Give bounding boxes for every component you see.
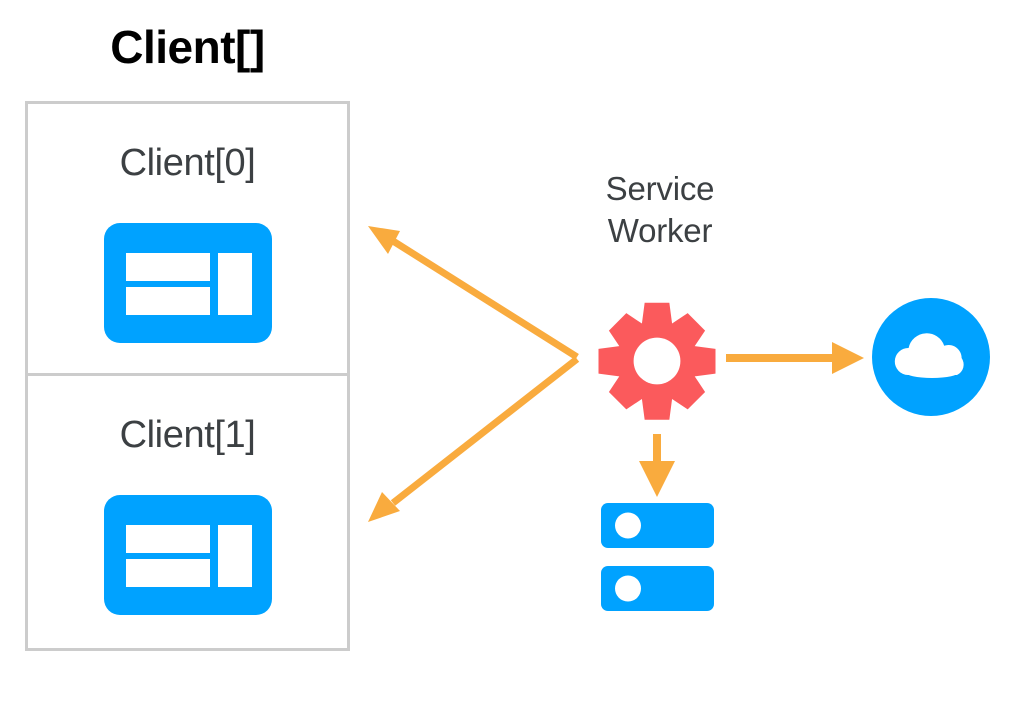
client-0-label: Client[0] — [119, 142, 256, 184]
browser-window-icon-1 — [103, 495, 272, 615]
arrow-service-worker-to-client-1 — [368, 356, 580, 522]
client-1-label: Client[1] — [119, 414, 256, 456]
browser-window-icon-0 — [103, 223, 272, 343]
service-worker-label-line1: Service — [605, 170, 715, 207]
arrow-service-worker-to-client-0 — [368, 226, 579, 360]
service-worker-label-line2: Worker — [607, 212, 713, 250]
service-worker-label: Service Worker — [560, 168, 760, 252]
cloud-icon — [872, 298, 990, 416]
database-server-icon — [601, 503, 714, 611]
client-cell-1[interactable]: Client[1] — [28, 376, 347, 648]
client-array-container: Client[0] Client[1] — [25, 101, 350, 651]
client-cell-0[interactable]: Client[0] — [28, 104, 347, 376]
arrow-service-worker-to-database — [639, 434, 675, 497]
page-title: Client[] — [110, 21, 265, 73]
arrow-service-worker-to-cloud — [726, 342, 864, 374]
gear-icon — [592, 296, 722, 426]
